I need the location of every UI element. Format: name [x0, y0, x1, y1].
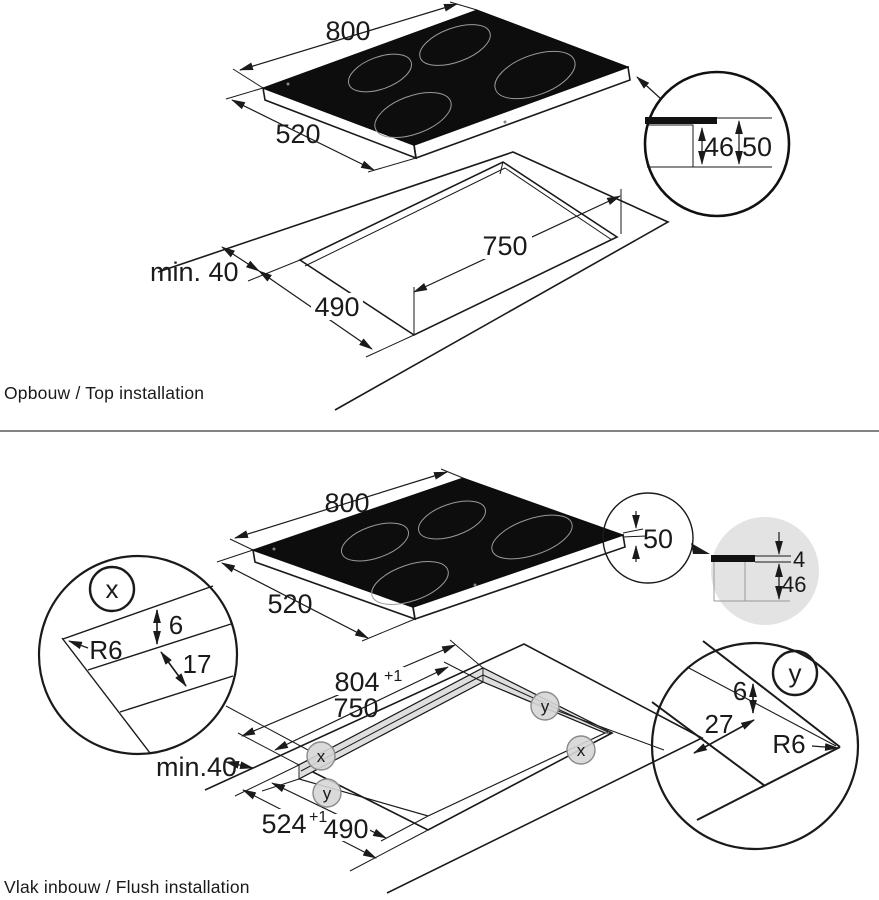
dim-glass-step: 4	[793, 547, 805, 572]
marker-x-right: x	[577, 741, 586, 760]
dim-counter-recess-bottom: 46	[782, 572, 806, 597]
corner-detail-x: x R6 6 17	[37, 554, 239, 756]
hob-dimensions-top: 800 520	[225, 1, 478, 173]
control-dot	[473, 583, 477, 587]
dim-outer-depth-tolerance: +1	[309, 809, 327, 826]
section-label-bottom: Vlak inbouw / Flush installation	[4, 877, 250, 897]
control-dot	[503, 120, 507, 124]
dim-height-bottom: 50	[643, 524, 673, 554]
section-label-top: Opbouw / Top installation	[4, 383, 204, 403]
dim-min-edge-bottom: min.40	[156, 752, 237, 782]
dim-depth-bottom: 520	[267, 589, 312, 619]
logo-dot	[272, 547, 276, 551]
detail-x-radius: R6	[89, 635, 122, 665]
edge-detail-circle-top: 46 50	[643, 70, 791, 218]
detail-y-step-width: 27	[705, 709, 734, 739]
dim-cutout-depth-top: 490	[314, 292, 359, 322]
leader-to-detail-x	[225, 705, 309, 751]
dim-inner-depth: 490	[323, 814, 368, 844]
detail-y-step-height: 6	[733, 676, 747, 706]
top-installation-drawing: 800 520 46 50	[4, 1, 791, 411]
dim-cutout-length-top: 750	[482, 231, 527, 261]
marker-bubbles: x y y x	[306, 691, 596, 808]
dim-min-edge-top: min. 40	[150, 257, 239, 287]
cutout-dimensions-bottom: 804 +1 750 min.40 524 +1 490	[156, 639, 484, 872]
logo-dot	[286, 82, 290, 86]
detail-y-radius: R6	[772, 729, 805, 759]
detail-x-step-width: 17	[183, 649, 212, 679]
dim-total-height-top: 50	[742, 132, 772, 162]
detail-y-marker: y	[789, 658, 802, 688]
dim-counter-recess-top: 46	[704, 132, 734, 162]
marker-y-left: y	[323, 784, 332, 803]
flush-installation-drawing: 800 520 50 4 46	[4, 468, 860, 897]
leader-to-detail-y	[557, 710, 665, 751]
dim-width-bottom: 800	[324, 488, 369, 518]
glass-surface	[251, 477, 625, 608]
dim-width-top: 800	[325, 16, 370, 46]
detail-x-step-height: 6	[169, 610, 183, 640]
marker-x-left: x	[317, 747, 326, 766]
worktop-cutout-bottom	[204, 643, 704, 894]
corner-detail-y: y 6 27 R6	[650, 640, 860, 851]
dim-outer-depth: 524	[261, 809, 306, 839]
dim-outer-length-tolerance: +1	[384, 668, 402, 685]
cutout-dimensions-top: min. 40 490 750	[150, 189, 622, 358]
detail-x-marker: x	[106, 574, 119, 604]
glass-cross-section	[645, 117, 717, 124]
detail-leader-arrow	[636, 76, 662, 100]
leader-wedge	[691, 543, 710, 554]
height-detail-circle: 50	[602, 492, 710, 584]
dim-depth-top: 520	[275, 119, 320, 149]
hob-dimensions-bottom: 800 520	[216, 468, 464, 642]
corner-markers: x y y x	[225, 691, 665, 808]
dim-inner-length: 750	[333, 693, 378, 723]
flush-edge-detail-circle: 4 46	[711, 517, 819, 625]
marker-y-right: y	[541, 697, 550, 716]
glass-cross-section	[711, 555, 755, 562]
